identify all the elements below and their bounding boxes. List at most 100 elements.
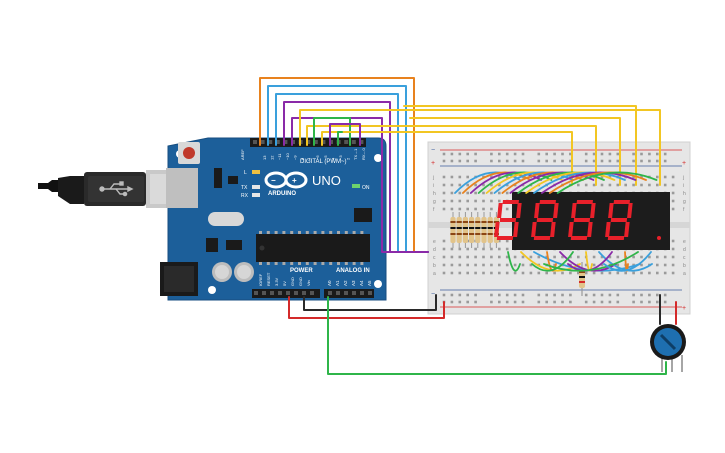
wire-purple[interactable] [329,123,361,146]
header-pin[interactable] [286,291,290,295]
led-on: ON [352,184,370,191]
digit-1 [494,200,550,240]
wire-yellow[interactable] [409,117,621,186]
header-pin[interactable] [262,291,266,295]
svg-text:g: g [683,199,686,205]
wire-yellow[interactable] [321,131,573,186]
header-pin[interactable] [306,140,311,144]
digital-pin-label: 2 [346,157,351,160]
smd-chip [228,176,238,184]
header-pin[interactable] [260,140,265,144]
rail-plus-label: + [682,160,686,167]
digit-3 [568,200,624,240]
wire-red[interactable] [288,296,445,319]
jumper-wire[interactable] [548,171,647,194]
digital-pin-label: 4 [330,157,335,160]
header-pin[interactable] [294,291,298,295]
digital-pin-label: ~10 [285,152,290,160]
analog-pin-label: A0 [327,280,332,286]
header-pin[interactable] [344,140,349,144]
digital-pin-label: 12 [270,155,275,160]
header-pin[interactable] [359,140,364,144]
header-pin[interactable] [283,140,288,144]
wire-yellow[interactable] [299,109,661,186]
header-pin[interactable] [351,140,356,144]
analog-header [324,289,374,298]
power-pin-label: IOREF [258,273,263,286]
voltage-regulator [206,238,218,252]
analog-pin-label: A4 [359,280,364,286]
jumper-wire[interactable] [507,251,521,272]
seven-segment-display[interactable] [494,192,670,250]
jumper-wire[interactable] [531,251,574,272]
smd-chip [214,168,222,188]
header-pin[interactable] [253,140,257,144]
svg-text:i: i [433,183,434,189]
mounting-hole [374,154,382,162]
brand-label: ARDUINO [268,191,296,197]
svg-text:e: e [433,239,436,245]
header-pin[interactable] [336,291,340,295]
jumper-wire[interactable] [603,251,652,272]
jumper-wire[interactable] [556,171,658,194]
jumper-wire[interactable] [541,171,637,194]
svg-text:b: b [433,263,436,269]
atmega-chip [256,231,370,265]
header-pin[interactable] [313,140,318,144]
power-pin-label: GND [298,277,303,286]
crystal-oscillator [208,212,244,226]
jumper-wire[interactable] [533,171,626,194]
wire-yellow[interactable] [306,125,597,186]
analog-pin-label: A2 [343,280,348,286]
mounting-hole [208,286,216,294]
header-pin[interactable] [275,140,280,144]
header-pin[interactable] [321,140,326,144]
jumper-wire[interactable] [462,171,532,194]
header-pin[interactable] [270,291,274,295]
wire-black[interactable] [303,294,437,311]
digital-pin-label: 13 [262,155,267,160]
mounting-hole [374,280,382,288]
wire-green[interactable] [327,296,667,375]
potentiometer[interactable] [650,324,686,372]
led-l: L [244,170,260,176]
analog-pin-label: A5 [367,280,372,286]
jumper-wire[interactable] [469,171,542,194]
analog-pin-label: A3 [351,280,356,286]
digital-pin-label: ~3 [338,155,343,160]
jumper-wire[interactable] [477,171,553,194]
header-pin[interactable] [310,291,314,295]
header-pin[interactable] [352,291,356,295]
power-pin-label: 5V [282,281,287,286]
header-pin[interactable] [328,291,332,295]
digital-pin-label: 8 [300,157,305,160]
header-pin[interactable] [278,291,282,295]
wire-yellow[interactable] [403,105,637,186]
header-pin[interactable] [344,291,348,295]
rail-minus-label: − [431,147,435,154]
reset-button[interactable] [178,142,200,164]
wire-purple[interactable] [291,117,429,253]
jumper-wire[interactable] [543,251,639,272]
jumper-wire[interactable] [525,171,616,194]
svg-text:d: d [433,247,436,253]
header-pin[interactable] [360,291,364,295]
smd-chip [226,240,242,250]
jumper-wire[interactable] [517,171,605,194]
header-pin[interactable] [368,291,372,295]
wire-green[interactable] [337,131,343,146]
header-pin[interactable] [254,291,258,295]
header-pin[interactable] [302,291,306,295]
aref-label: AREF [240,149,245,160]
usb-icon [99,181,134,197]
svg-text:TX: TX [241,185,248,191]
svg-text:−: − [271,176,276,185]
header-pin[interactable] [268,140,273,144]
svg-text:h: h [683,191,686,197]
svg-text:j: j [432,175,434,181]
svg-text:a: a [683,271,686,277]
